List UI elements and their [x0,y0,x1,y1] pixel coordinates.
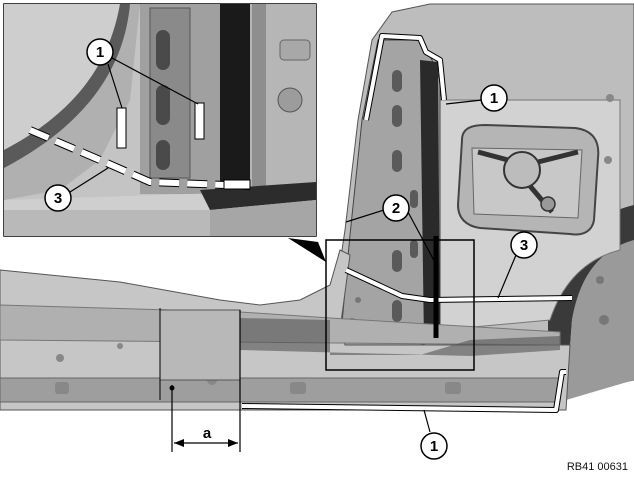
svg-text:1: 1 [430,438,438,455]
sill-shadow [240,318,560,356]
detail-frame [325,239,475,371]
svg-text:3: 3 [520,237,528,254]
dimension-a: a [159,308,241,452]
dimension-label: a [203,425,212,442]
leader-lines [69,57,517,433]
inset-cut-1b [194,102,205,140]
callout-mid-3: 3 [510,231,538,259]
detail-pointer [288,238,326,262]
repair-section [159,309,241,381]
rocker-lower-band [0,377,561,403]
callout-mid-2: 2 [382,194,410,222]
svg-text:1: 1 [96,44,104,61]
callout-lower-1: 1 [420,432,448,460]
inset-detail [3,3,317,237]
callout-upper-1: 1 [480,84,508,112]
callout-inset-1: 1 [86,38,114,66]
callout-inset-3: 3 [44,184,72,212]
access-cover-boss [503,151,541,189]
inset-cut-1a [116,107,127,149]
svg-text:1: 1 [490,90,498,107]
reference-code: RB41 00631 [567,461,628,473]
cut-lines [241,33,573,413]
svg-text:2: 2 [392,200,400,217]
svg-text:3: 3 [54,190,62,207]
